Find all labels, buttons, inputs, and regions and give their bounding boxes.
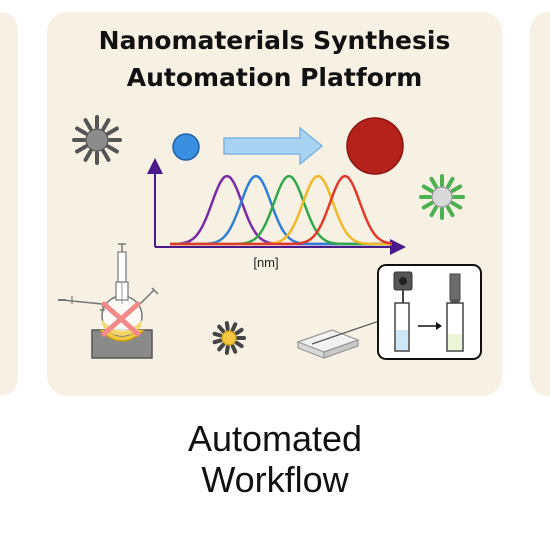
spectrum-curve-3 [170,174,392,246]
ligand [217,342,226,352]
spectrum-x-unit: [nm] [253,255,278,270]
ligand [446,205,455,218]
ligand [429,205,438,218]
ligand [224,321,230,332]
ligand [212,338,223,345]
ligand [429,176,438,189]
ligand [83,149,93,162]
ligand [106,126,119,136]
caption-line-2: Workflow [201,459,349,500]
ligand [450,201,463,210]
seed-particle-icon [172,133,200,161]
panel-title-line-1: Nanomaterials Synthesis [98,26,451,55]
yellow-nanoparticle-icon [212,321,246,355]
left-neighbor-card [0,12,18,396]
ligand [446,176,455,189]
caption-line-1: Automated [187,418,363,459]
ligand [421,201,434,210]
gray-nanoparticle-icon [72,115,122,165]
cuvette-transfer-icon [377,264,482,360]
green-nanoparticle-icon [419,174,465,220]
ligand [421,184,434,193]
reaction-flask-icon [58,243,159,359]
growth-arrow-icon [223,126,324,166]
spectrum-plot: [nm] [147,158,406,270]
panel-title: Nanomaterials Synthesis Automation Platf… [47,22,502,96]
ligand [234,327,244,336]
right-neighbor-card [530,12,550,396]
particle-core [85,128,109,152]
ligand [75,126,88,136]
particle-core [221,330,237,346]
panel-title-line-2: Automation Platform [126,63,423,92]
ligand [450,184,463,193]
spectrum-curve-5 [170,174,393,246]
ligand [212,331,223,338]
ligand [75,144,88,154]
ligand [230,322,238,332]
ligand [101,149,111,162]
ligand [224,344,230,355]
sample-plate-icon [296,317,389,359]
ligand [106,144,119,154]
workflow-caption: Automated Workflow [100,418,450,500]
ligand [101,118,111,131]
ligand [234,340,244,349]
ligand [217,324,226,334]
cross-out-icon [101,301,141,337]
particle-core [431,186,453,208]
grown-particle-icon [346,117,404,175]
ligand [83,118,93,131]
ligand [230,344,238,354]
